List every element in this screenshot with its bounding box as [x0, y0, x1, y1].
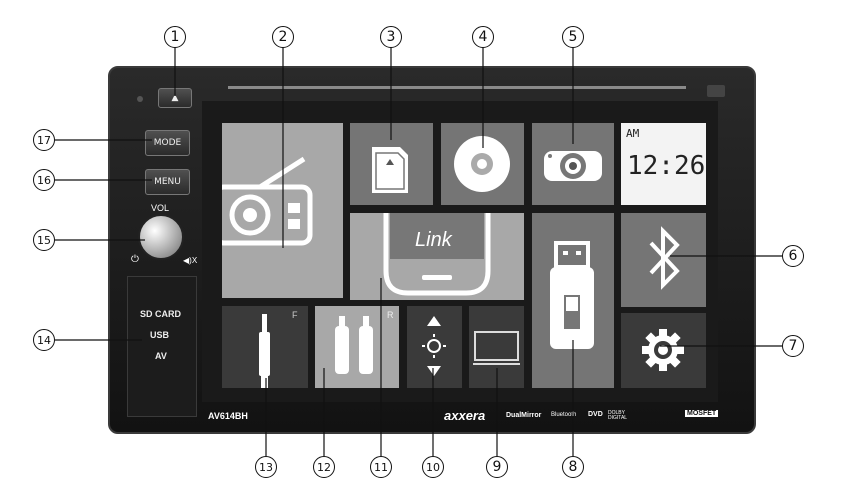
radio-tile[interactable] — [213, 123, 343, 298]
ir-sensor — [707, 85, 725, 97]
link-label: Link — [415, 229, 452, 251]
av-label: AV — [155, 351, 167, 361]
disc-icon — [454, 136, 510, 192]
dualmirror-badge: DualMirror — [506, 412, 542, 419]
callout-1: 1 — [164, 26, 186, 48]
vol-label: VOL — [151, 203, 170, 213]
dolby-badge: DOLBY DIGITAL — [608, 410, 628, 421]
callout-2: 2 — [272, 26, 294, 48]
dvd-badge: DVD — [588, 411, 603, 418]
menu-button-label: MENU — [154, 177, 181, 187]
rear-label: R — [387, 310, 394, 320]
mosfet-badge: MOSFET — [685, 410, 719, 417]
mute-label: ◀)X — [183, 256, 198, 265]
radio-icon — [213, 156, 313, 246]
callout-10: 10 — [422, 456, 444, 478]
callout-11: 11 — [370, 456, 392, 478]
disc-tile[interactable] — [441, 123, 524, 205]
front-aux-tile[interactable]: F — [222, 306, 308, 388]
sd-card-tile[interactable] — [350, 123, 433, 205]
link-tile[interactable]: Link — [350, 211, 524, 300]
callout-14: 14 — [33, 329, 55, 351]
callout-15: 15 — [33, 229, 55, 251]
callout-5: 5 — [562, 26, 584, 48]
callout-6: 6 — [782, 245, 804, 267]
callout-3: 3 — [380, 26, 402, 48]
power-icon: ⏻ — [131, 254, 139, 265]
callout-8: 8 — [562, 456, 584, 478]
camera-tile[interactable] — [532, 123, 614, 205]
smartphone-icon — [383, 211, 491, 296]
bluetooth-tile[interactable] — [621, 213, 706, 307]
rear-rca-tile[interactable]: R — [315, 306, 399, 388]
aux-jack-icon — [259, 314, 270, 388]
brand-logo: axxera — [444, 408, 486, 423]
sd-card-icon — [372, 147, 408, 193]
brightness-tile[interactable] — [407, 306, 462, 388]
mode-button-label: MODE — [153, 138, 182, 148]
clock-band: AM — [626, 127, 640, 140]
usb-stick-icon — [550, 241, 594, 349]
clock-time: 12:26 — [627, 151, 706, 181]
mode-button[interactable]: MODE — [145, 130, 190, 156]
gear-icon — [642, 329, 684, 371]
rca-plugs-icon — [335, 316, 373, 374]
callout-12: 12 — [313, 456, 335, 478]
model-label: AV614BH — [208, 411, 248, 421]
mosfet-text: MOSFET — [687, 410, 717, 417]
media-slot-panel — [127, 276, 197, 417]
top-trim-bar — [228, 86, 686, 89]
usb-label: USB — [150, 330, 170, 340]
eject-button[interactable]: ▲ — [158, 88, 192, 108]
screen-off-tile[interactable] — [469, 306, 524, 388]
usb-tile[interactable] — [532, 213, 614, 388]
menu-button[interactable]: MENU — [145, 169, 190, 195]
bluetooth-badge: Bluetooth — [551, 412, 577, 418]
monitor-icon — [473, 331, 520, 365]
volume-knob[interactable] — [138, 214, 184, 260]
reset-hole[interactable] — [137, 96, 143, 102]
clock-tile[interactable]: AM 12:26 — [621, 123, 706, 205]
sd-card-label: SD CARD — [140, 309, 182, 319]
camera-icon — [544, 151, 602, 181]
callout-9: 9 — [486, 456, 508, 478]
front-label: F — [292, 310, 298, 320]
callout-7: 7 — [782, 335, 804, 357]
callout-16: 16 — [33, 169, 55, 191]
callout-17: 17 — [33, 129, 55, 151]
eject-icon: ▲ — [171, 93, 179, 103]
bluetooth-icon — [649, 226, 680, 290]
settings-tile[interactable] — [621, 313, 706, 388]
callout-4: 4 — [472, 26, 494, 48]
callout-13: 13 — [255, 456, 277, 478]
brightness-icon — [422, 316, 446, 376]
